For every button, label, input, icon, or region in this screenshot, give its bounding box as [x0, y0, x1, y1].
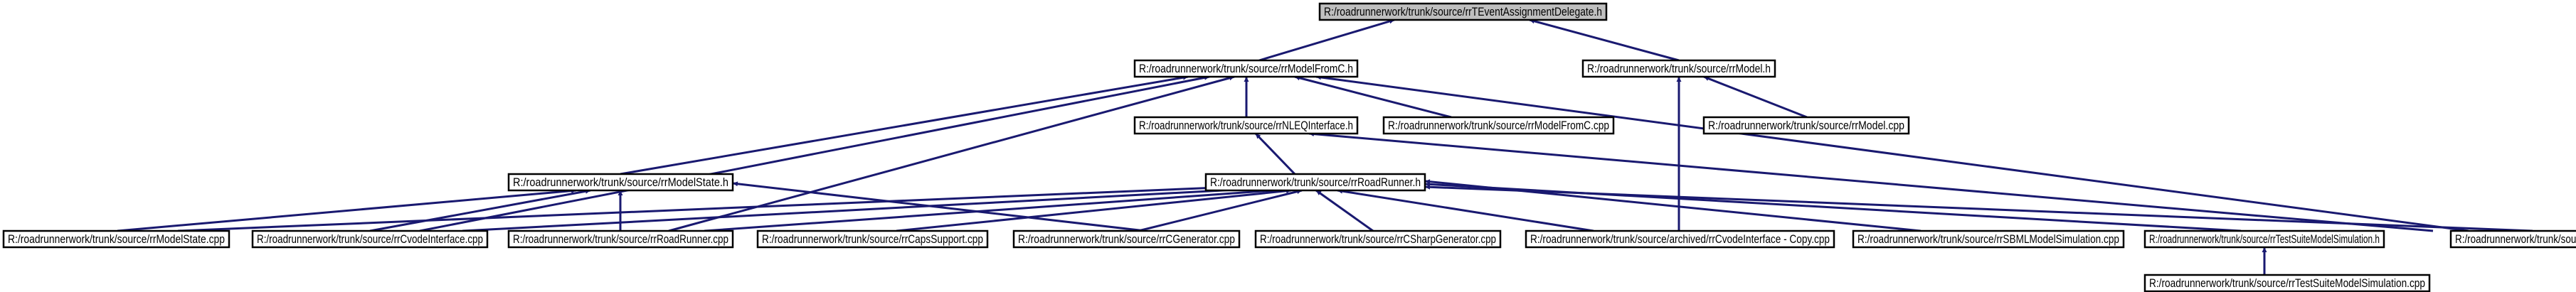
- node-label: R:/roadrunnerwork/trunk/source/rrTestSui…: [2149, 276, 2425, 290]
- node-label: R:/roadrunnerwork/trunk/source/rrCGenera…: [1018, 232, 1235, 246]
- node-box[interactable]: [1852, 229, 2125, 249]
- node-label: R:/roadrunnerwork/trunk/source/rrNLEQInt…: [2455, 232, 2576, 246]
- node-box[interactable]: [2, 229, 230, 249]
- node-n0[interactable]: R:/roadrunnerwork/trunk/source/rrTEventA…: [1318, 2, 1608, 21]
- edge-n8-to-n7: [177, 183, 1253, 232]
- node-box[interactable]: [1133, 116, 1359, 135]
- node-n1[interactable]: R:/roadrunnerwork/trunk/source/rrModelFr…: [1133, 59, 1359, 78]
- node-label: R:/roadrunnerwork/trunk/source/rrRoadRun…: [1210, 175, 1421, 189]
- node-box[interactable]: [1581, 59, 1776, 78]
- node-box[interactable]: [1318, 2, 1608, 21]
- edge-n12-to-n6: [732, 181, 1146, 232]
- node-box[interactable]: [1702, 116, 1910, 135]
- edge-n14-to-n7: [1337, 188, 1594, 232]
- edge-n1-to-n0: [1258, 18, 1395, 62]
- node-label: R:/roadrunnerwork/trunk/source/rrModelFr…: [1139, 62, 1353, 75]
- node-label: R:/roadrunnerwork/trunk/source/rrTEventA…: [1324, 5, 1602, 18]
- node-label: R:/roadrunnerwork/trunk/source/rrCvodeIn…: [257, 232, 483, 246]
- node-box[interactable]: [2143, 274, 2431, 292]
- node-n10[interactable]: R:/roadrunnerwork/trunk/source/rrRoadRun…: [507, 229, 734, 249]
- node-n18[interactable]: R:/roadrunnerwork/trunk/source/rrTestSui…: [2143, 274, 2431, 292]
- node-n17[interactable]: R:/roadrunnerwork/trunk/source/rrNLEQInt…: [2449, 229, 2576, 249]
- node-label: R:/roadrunnerwork/trunk/source/rrModelSt…: [8, 232, 225, 246]
- edge-n5-to-n2: [1703, 75, 1808, 119]
- node-label: R:/roadrunnerwork/trunk/source/rrCSharpG…: [1260, 232, 1496, 246]
- node-box[interactable]: [2143, 229, 2385, 249]
- node-label: R:/roadrunnerwork/trunk/source/rrNLEQInt…: [1139, 119, 1353, 132]
- node-label: R:/roadrunnerwork/trunk/source/rrTestSui…: [2149, 232, 2380, 246]
- node-n7[interactable]: R:/roadrunnerwork/trunk/source/rrRoadRun…: [1204, 173, 1426, 192]
- edge-n10-to-n7: [704, 188, 1274, 232]
- node-box[interactable]: [251, 229, 489, 249]
- node-n9[interactable]: R:/roadrunnerwork/trunk/source/rrCvodeIn…: [251, 229, 489, 249]
- node-box[interactable]: [756, 229, 989, 249]
- node-n6[interactable]: R:/roadrunnerwork/trunk/source/rrModelSt…: [507, 173, 734, 192]
- node-label: R:/roadrunnerwork/trunk/source/rrModel.h: [1587, 62, 1771, 75]
- edge-n8-to-n6: [117, 188, 577, 232]
- edge-n9-to-n7: [462, 185, 1263, 232]
- edge-n9-to-n6: [369, 188, 591, 232]
- node-label: R:/roadrunnerwork/trunk/source/rrSBMLMod…: [1857, 232, 2119, 246]
- node-box[interactable]: [1204, 173, 1426, 192]
- node-n13[interactable]: R:/roadrunnerwork/trunk/source/rrCSharpG…: [1254, 229, 1502, 249]
- edge-n7-to-n3: [1254, 132, 1296, 175]
- edge-n13-to-n7: [1315, 189, 1374, 232]
- node-n16[interactable]: R:/roadrunnerwork/trunk/source/rrTestSui…: [2143, 229, 2385, 249]
- edge-n9-to-n1: [419, 75, 1210, 232]
- node-n4[interactable]: R:/roadrunnerwork/trunk/source/rrModelFr…: [1382, 116, 1615, 135]
- node-label: R:/roadrunnerwork/trunk/source/rrModel.c…: [1708, 119, 1904, 132]
- edge-n17-to-n3: [1308, 131, 2434, 232]
- edge-n4-to-n1: [1294, 75, 1452, 119]
- edge-n17-to-n1: [1315, 75, 2469, 232]
- node-label: R:/roadrunnerwork/trunk/source/rrCapsSup…: [762, 232, 983, 246]
- node-label: R:/roadrunnerwork/trunk/source/rrRoadRun…: [513, 232, 728, 246]
- edge-n2-to-n0: [1529, 18, 1680, 62]
- node-n15[interactable]: R:/roadrunnerwork/trunk/source/rrSBMLMod…: [1852, 229, 2125, 249]
- edge-n6-to-n1: [620, 75, 1189, 175]
- edge-n12-to-n7: [1138, 189, 1303, 232]
- node-label: R:/roadrunnerwork/trunk/source/rrModelSt…: [513, 175, 728, 189]
- edge-n10-to-n1: [668, 75, 1235, 232]
- edge-n11-to-n7: [896, 188, 1292, 232]
- node-n5[interactable]: R:/roadrunnerwork/trunk/source/rrModel.c…: [1702, 116, 1910, 135]
- edges-layer: [117, 18, 2533, 275]
- node-box[interactable]: [2449, 229, 2576, 249]
- node-box[interactable]: [1254, 229, 1502, 249]
- node-n3[interactable]: R:/roadrunnerwork/trunk/source/rrNLEQInt…: [1133, 116, 1359, 135]
- node-box[interactable]: [1382, 116, 1615, 135]
- node-box[interactable]: [1133, 59, 1359, 78]
- node-label: R:/roadrunnerwork/trunk/source/rrModelFr…: [1388, 119, 1609, 132]
- node-n12[interactable]: R:/roadrunnerwork/trunk/source/rrCGenera…: [1012, 229, 1241, 249]
- node-n14[interactable]: R:/roadrunnerwork/trunk/source/archived/…: [1525, 229, 1835, 249]
- node-box[interactable]: [507, 229, 734, 249]
- node-n2[interactable]: R:/roadrunnerwork/trunk/source/rrModel.h: [1581, 59, 1776, 78]
- node-box[interactable]: [507, 173, 734, 192]
- node-n8[interactable]: R:/roadrunnerwork/trunk/source/rrModelSt…: [2, 229, 230, 249]
- node-box[interactable]: [1525, 229, 1835, 249]
- edge-n17-to-n7: [1424, 184, 2533, 232]
- node-label: R:/roadrunnerwork/trunk/source/archived/…: [1530, 232, 1830, 246]
- node-box[interactable]: [1012, 229, 1241, 249]
- node-n11[interactable]: R:/roadrunnerwork/trunk/source/rrCapsSup…: [756, 229, 989, 249]
